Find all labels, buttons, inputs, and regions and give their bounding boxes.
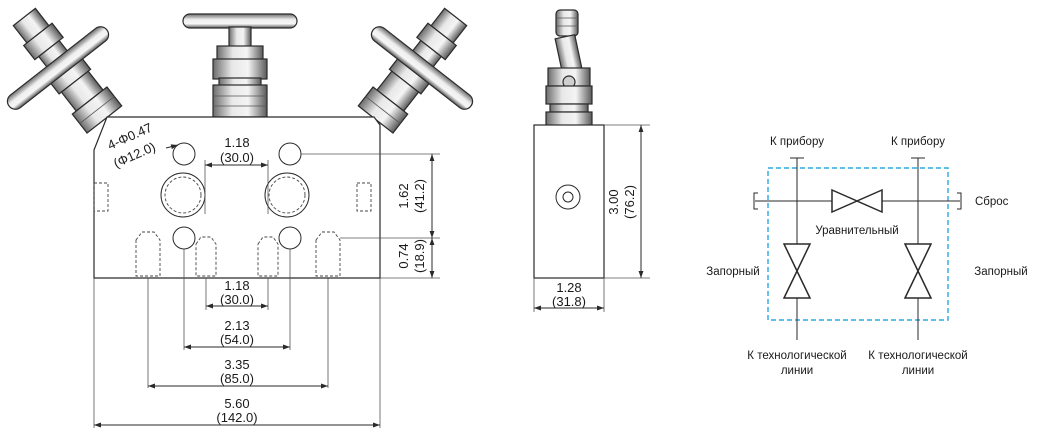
label-process-right-line2: линии (902, 365, 934, 377)
dim-bottom-4-mm: (142.0) (216, 410, 257, 425)
dim-right-upper-mm: (41.2) (412, 179, 427, 213)
dim-top-mm: (30.0) (220, 150, 254, 165)
dim-right-upper-inch: 1.62 (396, 183, 411, 208)
dim-height-inch: 3.00 (606, 189, 621, 214)
manifold-boundary (767, 167, 949, 321)
label-vent: Сброс (975, 196, 1009, 208)
dim-width-inch: 1.28 (556, 280, 581, 295)
dim-height-mm: (76.2) (622, 185, 637, 219)
label-process-right-line1: К технологической (868, 350, 967, 362)
dim-bottom-1-mm: (30.0) (220, 292, 254, 307)
equalizing-valve-icon (831, 188, 883, 214)
left-handle-icon (6, 26, 110, 110)
flow-schematic: К прибору К прибору Сброс Уравнительный … (706, 136, 1027, 377)
center-valve-icon (182, 13, 298, 118)
mounting-hole (172, 142, 196, 166)
label-process-left-line2: линии (781, 365, 813, 377)
side-view: 3.00 (76.2) 1.28 (31.8) (533, 9, 650, 312)
label-to-instrument-left: К прибору (770, 136, 824, 148)
isolation-valve-right-icon (903, 243, 933, 299)
label-isolation-right: Запорный (974, 266, 1027, 278)
dim-bottom-3-inch: 3.35 (224, 357, 249, 372)
isolation-valve-left-icon (782, 243, 812, 299)
bottom-threaded-ports (135, 231, 341, 277)
right-handle-icon (370, 26, 474, 110)
dim-width-mm: (31.8) (552, 294, 586, 309)
dim-bottom-2-inch: 2.13 (224, 318, 249, 333)
dim-bottom-1-inch: 1.18 (224, 278, 249, 293)
label-process-left-line1: К технологической (747, 350, 846, 362)
label-isolation-left: Запорный (706, 266, 759, 278)
dim-right-lower-inch: 0.74 (396, 243, 411, 268)
dim-bottom-3-mm: (85.0) (220, 371, 254, 386)
dim-top-inch: 1.18 (224, 135, 249, 150)
side-port (555, 184, 581, 210)
dim-right-lower-mm: (18.9) (412, 239, 427, 273)
dim-bottom-2-mm: (54.0) (220, 332, 254, 347)
label-equalizing: Уравнительный (815, 225, 898, 237)
label-to-instrument-right: К прибору (891, 136, 945, 148)
side-handle-icon (555, 9, 579, 37)
process-port-right (264, 172, 310, 218)
front-view: 4-Φ0.47 (Φ12.0) 1.18 (30.0) 1.62 (41.2) … (6, 7, 474, 428)
dim-bottom-4-inch: 5.60 (224, 396, 249, 411)
